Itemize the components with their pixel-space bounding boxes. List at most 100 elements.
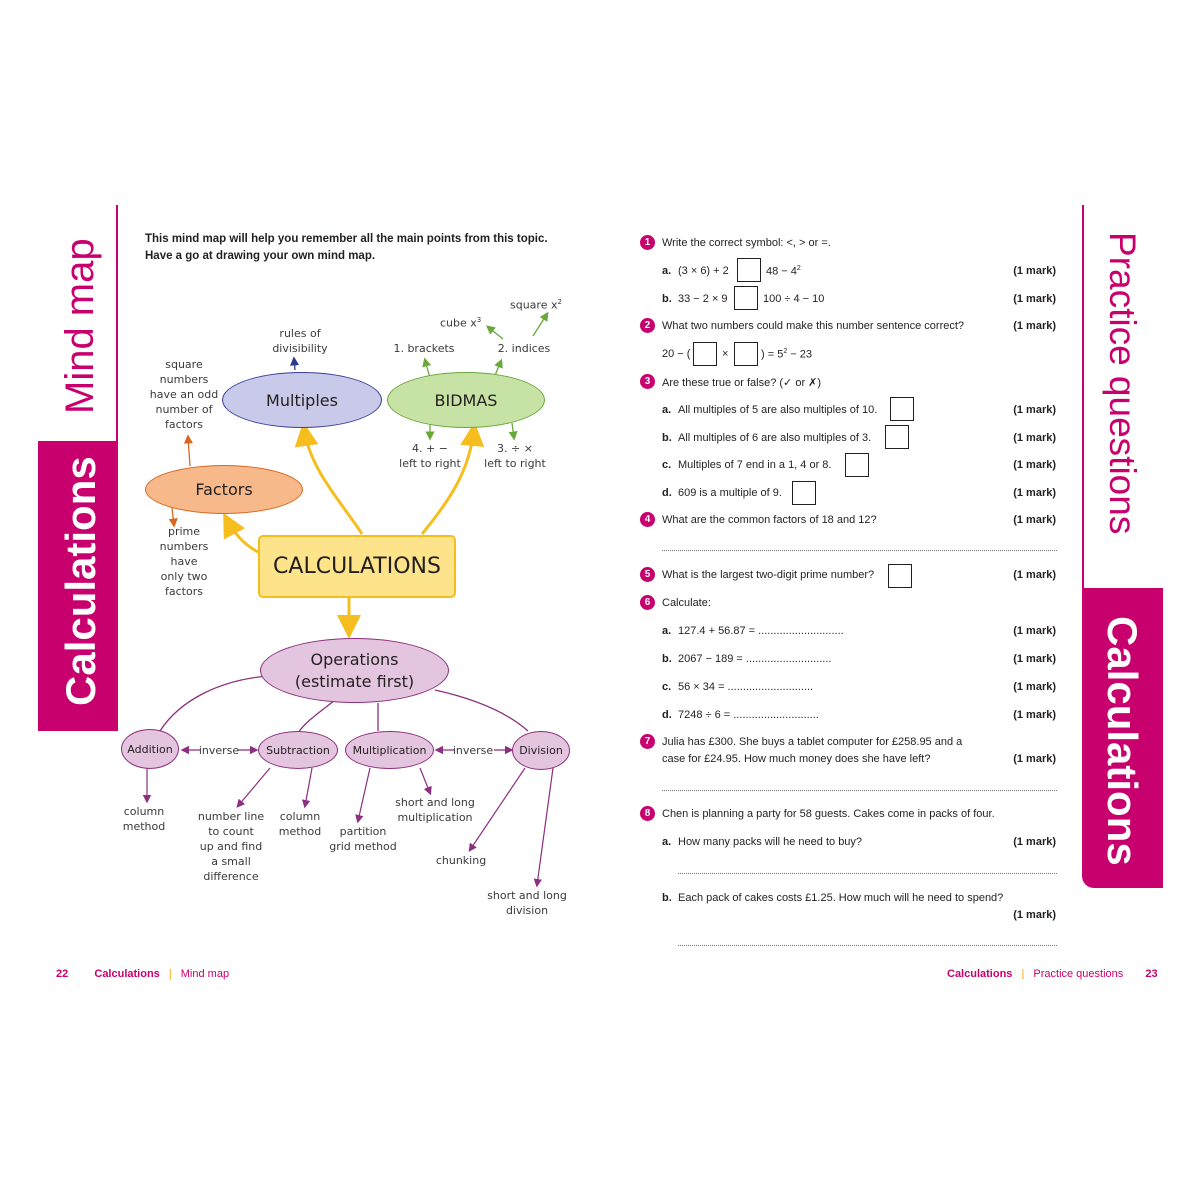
q1b-mark: (1 mark) bbox=[1013, 293, 1056, 305]
note-line: column bbox=[279, 810, 321, 823]
arrow-factors-prime bbox=[168, 507, 178, 528]
q6d-mark: (1 mark) bbox=[1013, 709, 1056, 721]
question-number-3: 3 bbox=[640, 374, 655, 389]
q5-answer-box[interactable] bbox=[888, 564, 912, 588]
question-number-7: 7 bbox=[640, 734, 655, 749]
q6d-label: d. bbox=[662, 709, 672, 721]
left-tab-block bbox=[38, 441, 118, 731]
note-line: up and find bbox=[199, 840, 263, 853]
q6-text: Calculate: bbox=[662, 597, 711, 609]
note-line: prime bbox=[167, 525, 201, 538]
right-footer: Calculations | Practice questions 23 bbox=[947, 968, 1158, 980]
q3a-mark: (1 mark) bbox=[1013, 404, 1056, 416]
note-line: grid method bbox=[329, 840, 397, 853]
note-line: 3. ÷ × bbox=[497, 442, 533, 455]
line-ops-division bbox=[434, 689, 529, 732]
q8a-mark: (1 mark) bbox=[1013, 836, 1056, 848]
q3d-label: d. bbox=[662, 487, 672, 499]
right-tab-section: Calculations bbox=[1099, 616, 1146, 866]
note-cube-text: cube x bbox=[440, 316, 477, 330]
note-line: column bbox=[123, 805, 165, 818]
right-tab-title: Practice questions bbox=[1102, 232, 1143, 535]
q2-eq-start: 20 − ( bbox=[662, 348, 691, 360]
q6c-label: c. bbox=[662, 681, 672, 693]
q4-text: What are the common factors of 18 and 12… bbox=[662, 514, 877, 526]
arrow-indices-cube bbox=[485, 325, 504, 340]
note-chunking: chunking bbox=[435, 854, 487, 867]
note-line: numbers bbox=[159, 373, 209, 386]
q1-text: Write the correct symbol: <, > or =. bbox=[662, 237, 831, 249]
node-factors: Factors bbox=[145, 465, 303, 514]
left-footer-subsection: Mind map bbox=[180, 968, 230, 980]
q8b-text: Each pack of cakes costs £1.25. How much… bbox=[678, 892, 1004, 904]
node-calculations: CALCULATIONS bbox=[258, 535, 456, 598]
q6b-text[interactable]: 2067 − 189 = ...........................… bbox=[678, 653, 832, 665]
note-line: rules of bbox=[279, 327, 321, 340]
note-short-long-mult: short and long multiplication bbox=[388, 795, 482, 825]
arrow-center-multiples bbox=[294, 422, 364, 535]
q3c-text: Multiples of 7 end in a 1, 4 or 8. bbox=[678, 459, 832, 471]
q1b-answer-box[interactable] bbox=[734, 286, 758, 310]
right-tab-line bbox=[1082, 205, 1084, 590]
q3c-answer-box[interactable] bbox=[845, 453, 869, 477]
q1b-right: 100 ÷ 4 − 10 bbox=[763, 293, 825, 305]
q1a-sup: 2 bbox=[796, 265, 801, 272]
q1a-answer-box[interactable] bbox=[737, 258, 761, 282]
q3d-answer-box[interactable] bbox=[792, 481, 816, 505]
q3-text: Are these true or false? (✓ or ✗) bbox=[662, 377, 822, 389]
q1a-mark: (1 mark) bbox=[1013, 265, 1056, 277]
note-div-mul: 3. ÷ × left to right bbox=[475, 441, 555, 471]
line-ops-addition bbox=[159, 675, 269, 732]
note-inverse-1: inverse bbox=[198, 744, 240, 757]
q3b-answer-box[interactable] bbox=[885, 425, 909, 449]
left-footer-section: Calculations bbox=[94, 968, 160, 980]
note-line: number line bbox=[197, 810, 265, 823]
note-column-method-2: column method bbox=[270, 809, 330, 839]
note-indices: 2. indices bbox=[497, 342, 551, 355]
note-square-sup: 2 bbox=[557, 298, 562, 306]
node-bidmas: BIDMAS bbox=[387, 372, 545, 428]
question-number-8: 8 bbox=[640, 806, 655, 821]
note-cube: cube x3 bbox=[440, 313, 490, 331]
note-prime-numbers: prime numbers have only two factors bbox=[148, 524, 220, 599]
right-footer-section: Calculations bbox=[947, 968, 1013, 980]
note-line: method bbox=[278, 825, 322, 838]
q7-answer-line[interactable] bbox=[662, 790, 1057, 791]
right-tab-block bbox=[1082, 588, 1163, 888]
question-number-4: 4 bbox=[640, 512, 655, 527]
q6c-text[interactable]: 56 × 34 = ............................ bbox=[678, 681, 814, 693]
operations-line-1: Operations bbox=[310, 649, 399, 669]
q8a-label: a. bbox=[662, 836, 672, 848]
q5-text: What is the largest two-digit prime numb… bbox=[662, 569, 875, 581]
question-number-6: 6 bbox=[640, 595, 655, 610]
arrow-factors-square bbox=[183, 434, 193, 467]
q2-answer-box-2[interactable] bbox=[734, 342, 758, 366]
intro-line-1: This mind map will help you remember all… bbox=[145, 233, 548, 245]
q1a-right-text: 48 − 4 bbox=[766, 265, 797, 278]
right-footer-subsection: Practice questions bbox=[1033, 968, 1124, 980]
arrow-bidmas-divmul bbox=[508, 422, 518, 441]
q6d-text[interactable]: 7248 ÷ 6 = ............................ bbox=[678, 709, 819, 721]
q3a-answer-box[interactable] bbox=[890, 397, 914, 421]
note-cube-sup: 3 bbox=[476, 316, 482, 324]
q3c-label: c. bbox=[662, 459, 672, 471]
note-line: method bbox=[122, 820, 166, 833]
line-ops-subtraction bbox=[297, 699, 336, 734]
question-number-5: 5 bbox=[640, 567, 655, 582]
q3a-text: All multiples of 5 are also multiples of… bbox=[678, 404, 878, 416]
note-line: divisibility bbox=[272, 342, 328, 355]
q2-eq-times: × bbox=[722, 348, 729, 360]
q2-answer-box-1[interactable] bbox=[693, 342, 717, 366]
note-line: multiplication bbox=[397, 811, 473, 824]
intro-text: This mind map will help you remember all… bbox=[145, 231, 585, 265]
q8b-answer-line[interactable] bbox=[678, 945, 1057, 946]
q6a-text[interactable]: 127.4 + 56.87 = ........................… bbox=[678, 625, 844, 637]
operations-line-2: (estimate first) bbox=[294, 671, 415, 691]
right-footer-separator: | bbox=[1021, 968, 1025, 980]
q4-answer-line[interactable] bbox=[662, 550, 1057, 551]
q8a-answer-line[interactable] bbox=[678, 873, 1057, 874]
node-multiples: Multiples bbox=[222, 372, 382, 428]
q3b-mark: (1 mark) bbox=[1013, 432, 1056, 444]
note-line: 4. + − bbox=[412, 442, 448, 455]
q2-eq-tail: − 23 bbox=[787, 348, 813, 361]
